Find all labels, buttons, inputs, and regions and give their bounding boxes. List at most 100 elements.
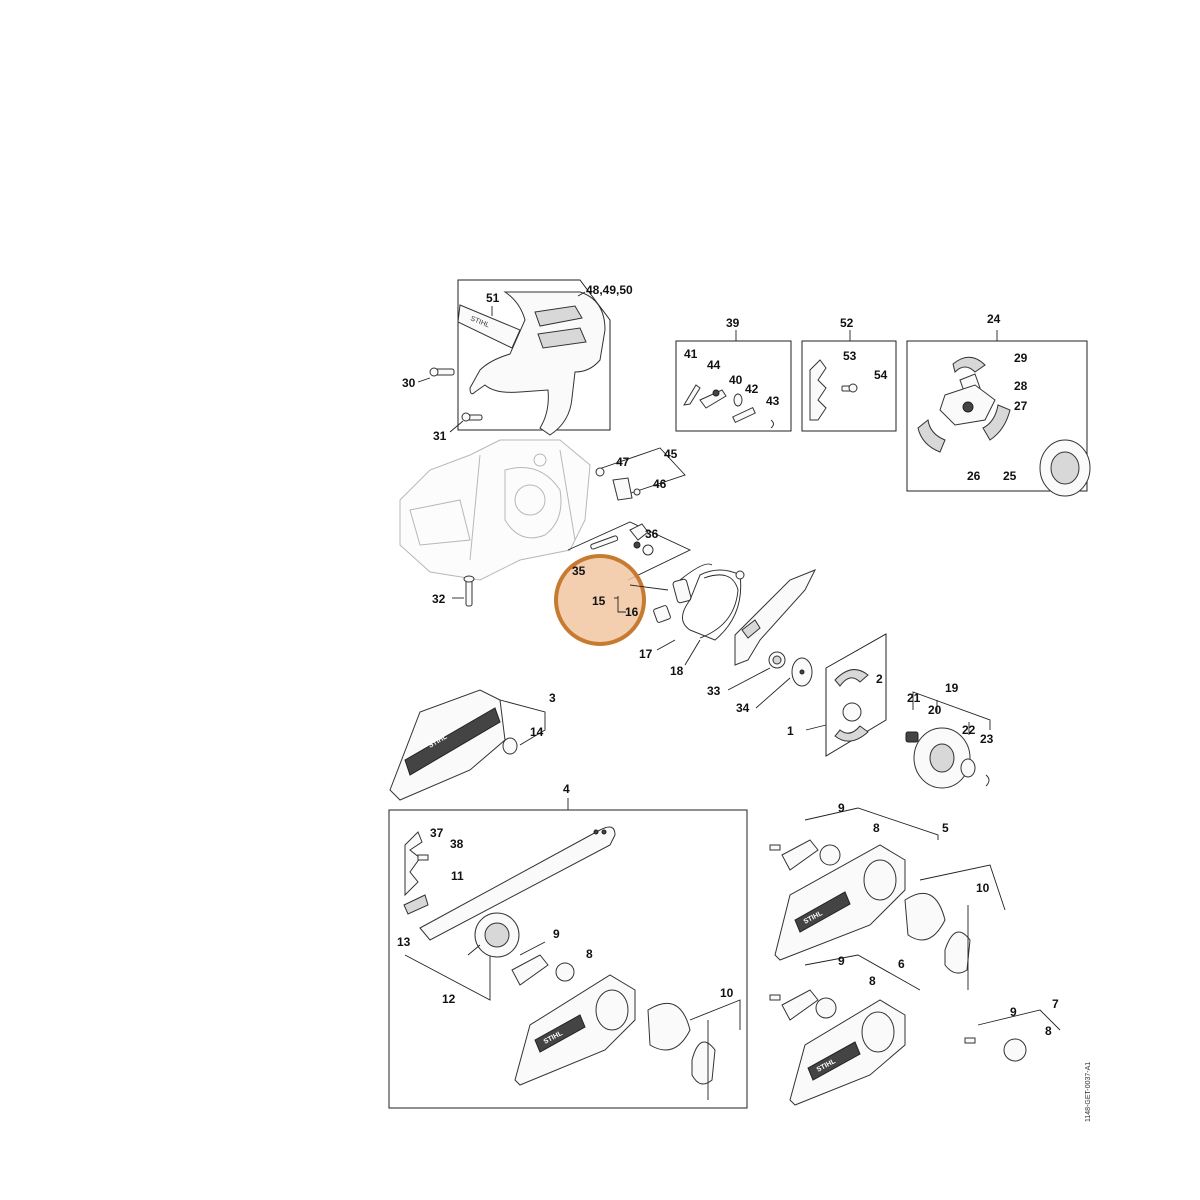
clutch-kit-24: 24 29 28 27 26 25	[906, 312, 1091, 497]
label-plate	[457, 304, 521, 349]
nut-14	[502, 737, 518, 755]
sprocket-cover-5: 9 8 5 STIHL 10	[769, 801, 1006, 990]
sprocket-cover-6: 9 8 6 STIHL	[769, 954, 921, 1106]
label-5: 5	[942, 821, 949, 835]
washer-47	[595, 467, 605, 477]
nut-kit-7: 9 7 8	[964, 997, 1061, 1062]
label-13: 13	[397, 935, 411, 949]
label-28: 28	[1014, 379, 1028, 393]
label-24: 24	[987, 312, 1001, 326]
label-15: 15	[592, 594, 606, 608]
spike-37	[404, 831, 423, 897]
pump-46	[612, 477, 633, 501]
label-46: 46	[653, 477, 667, 491]
label-54: 54	[874, 368, 888, 382]
label-43: 43	[766, 394, 780, 408]
guide-bar	[419, 826, 616, 941]
screw-31: 31	[433, 412, 483, 443]
leader-48	[577, 291, 586, 297]
label-21: 21	[907, 691, 921, 705]
nut-8d	[1003, 1038, 1027, 1062]
label-52: 52	[840, 316, 854, 330]
screw-38	[417, 854, 429, 861]
bar-chain-kit-4: 4 37 38 11 13 12 9 8 STIHL 10	[388, 782, 748, 1109]
clip-43	[770, 419, 774, 429]
nut-8	[555, 962, 575, 982]
label-10-b: 10	[976, 881, 990, 895]
nut-8c	[815, 997, 837, 1019]
label-36: 36	[645, 527, 659, 541]
hand-guard-slot	[534, 305, 583, 327]
label-42: 42	[745, 382, 759, 396]
pin-42	[732, 406, 756, 424]
brake-cover	[734, 569, 817, 666]
clutch-shoe-26	[917, 419, 946, 453]
label-12: 12	[442, 992, 456, 1006]
label-53: 53	[843, 349, 857, 363]
drawing-code: 1148-GET-0037-A1	[1085, 1062, 1092, 1122]
part-10	[647, 1002, 691, 1051]
label-47: 47	[616, 455, 630, 469]
parts-kit-39: 39 41 44 40 42 43	[675, 316, 792, 432]
screw-9d	[964, 1037, 976, 1044]
label-26: 26	[967, 469, 981, 483]
label-9: 9	[553, 927, 560, 941]
highlight-circle	[554, 554, 646, 646]
highlight-marker: 35 15 16	[554, 554, 646, 646]
label-40: 40	[729, 373, 743, 387]
label-16: 16	[625, 605, 639, 619]
label-9-b: 9	[838, 801, 845, 815]
handle-guard-group: STIHL 51 48,49,50	[457, 279, 633, 436]
label-20: 20	[928, 703, 942, 717]
tensioner-screw	[590, 535, 619, 550]
label-3: 3	[549, 691, 556, 705]
hand-guard	[469, 291, 606, 436]
label-2: 2	[876, 672, 883, 686]
label-9-c: 9	[838, 954, 845, 968]
label-34: 34	[736, 701, 750, 715]
bearing-21	[905, 731, 919, 743]
label-23: 23	[980, 732, 994, 746]
label-19: 19	[945, 681, 959, 695]
label-7: 7	[1052, 997, 1059, 1011]
label-25: 25	[1003, 469, 1017, 483]
label-8: 8	[586, 947, 593, 961]
nut-8b	[819, 844, 841, 866]
label-10: 10	[720, 986, 734, 1000]
sleeve-16	[653, 605, 671, 623]
label-22: 22	[962, 723, 976, 737]
engine-housing-ghost	[399, 439, 591, 581]
screw-32: 32	[432, 575, 475, 607]
label-33: 33	[707, 684, 721, 698]
label-6: 6	[898, 957, 905, 971]
spike-53	[809, 359, 827, 421]
label-48-49-50: 48,49,50	[586, 283, 633, 297]
brake-spring-15	[629, 563, 713, 604]
label-41: 41	[684, 347, 698, 361]
hand-guard-slot	[537, 327, 587, 349]
sprocket-cover-3: STIHL 3 14	[389, 689, 556, 801]
label-39: 39	[726, 316, 740, 330]
part-11	[403, 894, 429, 915]
label-45: 45	[664, 447, 678, 461]
label-44: 44	[707, 358, 721, 372]
label-8-c: 8	[869, 974, 876, 988]
label-9-d: 9	[1010, 1005, 1017, 1019]
label-31: 31	[433, 429, 447, 443]
label-1: 1	[787, 724, 794, 738]
label-51: 51	[486, 291, 500, 305]
plate-9	[511, 954, 549, 986]
label-8-d: 8	[1045, 1024, 1052, 1038]
label-35: 35	[572, 564, 586, 578]
clutch-shoe-29	[952, 356, 986, 373]
label-30: 30	[402, 376, 416, 390]
lever-41	[683, 384, 701, 406]
label-32: 32	[432, 592, 446, 606]
washer-22	[960, 758, 976, 778]
label-8-b: 8	[873, 821, 880, 835]
handle-guard-box	[457, 279, 611, 431]
tensioner-group-36: 36	[567, 521, 692, 581]
spring-33: 33	[707, 651, 786, 698]
washer-34: 34	[736, 657, 813, 715]
